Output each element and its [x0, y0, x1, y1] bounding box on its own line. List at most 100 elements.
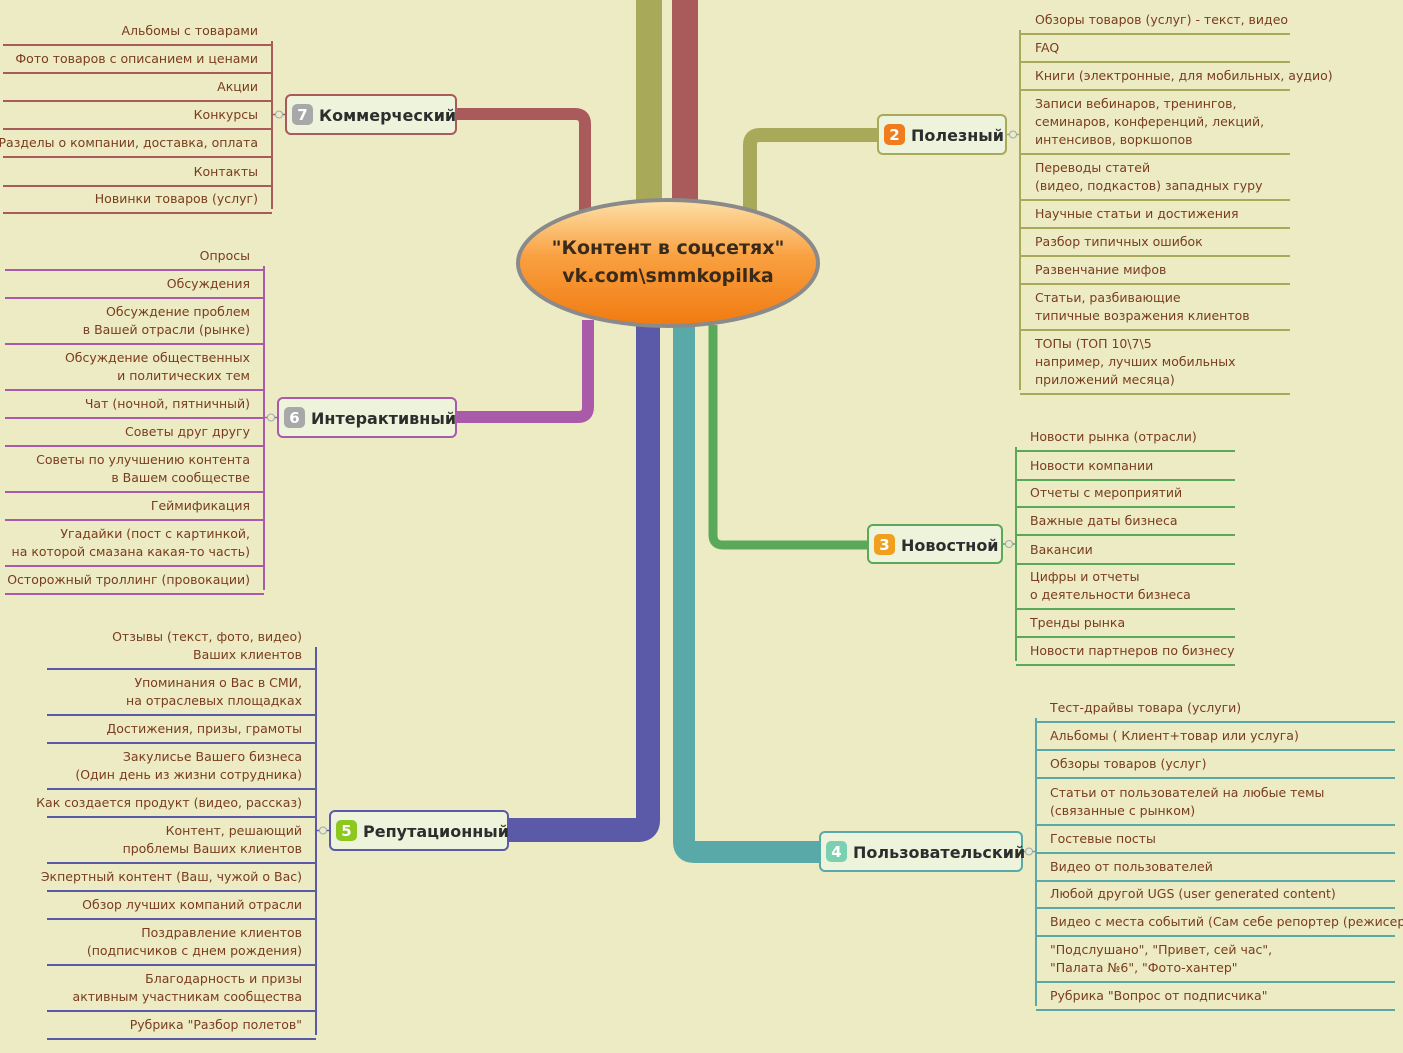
- list-item[interactable]: Закулисье Вашего бизнеса(Один день из жи…: [47, 749, 316, 790]
- list-item[interactable]: Новинки товаров (услуг): [3, 191, 272, 214]
- list-item[interactable]: Важные даты бизнеса: [1016, 513, 1235, 536]
- collapse-toggle-icon[interactable]: [275, 110, 283, 119]
- list-item[interactable]: Видео от пользователей: [1036, 859, 1395, 882]
- leaf-text: Записи вебинаров, тренингов,: [1035, 96, 1237, 111]
- list-item[interactable]: Научные статьи и достижения: [1020, 206, 1290, 229]
- list-item[interactable]: Чат (ночной, пятничный): [5, 396, 264, 419]
- leaf-text: в Вашем сообществе: [111, 470, 250, 485]
- leaf-text: Тренды рынка: [1029, 615, 1125, 630]
- collapse-toggle-icon[interactable]: [1009, 130, 1017, 139]
- topic-label: Интерактивный: [311, 409, 456, 428]
- list-item[interactable]: Достижения, призы, грамоты: [47, 721, 316, 744]
- list-item[interactable]: Гостевые посты: [1036, 831, 1395, 854]
- leaf-text: на которой смазана какая-то часть): [12, 544, 250, 559]
- branch-reputation-items: Отзывы (текст, фото, видео)Ваших клиенто…: [36, 629, 330, 1040]
- leaf-text: Вакансии: [1030, 542, 1093, 557]
- list-item[interactable]: Советы друг другу: [5, 424, 264, 447]
- list-item[interactable]: Экпертный контент (Ваш, чужой о Вас): [41, 869, 316, 892]
- list-item[interactable]: Обзоры товаров (услуг) - текст, видео: [1020, 12, 1290, 35]
- list-item[interactable]: Угадайки (пост с картинкой,на которой см…: [5, 526, 264, 567]
- list-item[interactable]: Акции: [3, 79, 272, 102]
- list-item[interactable]: Упоминания о Вас в СМИ,на отраслевых пло…: [47, 675, 316, 716]
- collapse-toggle-icon[interactable]: [319, 826, 327, 835]
- central-topic[interactable]: "Контент в соцсетях" vk.com\smmkopilka: [516, 198, 820, 328]
- topic-box: [285, 94, 457, 135]
- list-item[interactable]: Осторожный троллинг (провокации): [5, 572, 264, 595]
- list-item[interactable]: Геймификация: [5, 498, 264, 521]
- branch-useful-items: Обзоры товаров (услуг) - текст, видеоFAQ…: [1006, 12, 1333, 395]
- list-item[interactable]: Рубрика "Разбор полетов": [47, 1017, 316, 1040]
- branch-connector-user: [673, 325, 820, 863]
- list-item[interactable]: Рубрика "Вопрос от подписчика": [1036, 988, 1395, 1011]
- collapse-toggle-icon[interactable]: [1025, 847, 1033, 856]
- list-item[interactable]: FAQ: [1020, 40, 1290, 63]
- list-item[interactable]: Любой другой UGS (user generated content…: [1036, 886, 1395, 909]
- list-item[interactable]: Обзор лучших компаний отрасли: [47, 897, 316, 920]
- list-item[interactable]: Статьи от пользователей на любые темы(св…: [1036, 785, 1395, 826]
- list-item[interactable]: Тренды рынка: [1016, 615, 1235, 638]
- central-topic-title: "Контент в соцсетях": [552, 237, 785, 259]
- topic-number-badge: [826, 841, 847, 862]
- leaf-text: (видео, подкастов) западных гуру: [1035, 178, 1263, 193]
- list-item[interactable]: "Подслушано", "Привет, сей час","Палата …: [1036, 942, 1395, 983]
- list-item[interactable]: Альбомы ( Клиент+товар или услуга): [1036, 728, 1395, 751]
- leaf-text: семинаров, конференций, лекций,: [1035, 114, 1264, 129]
- list-item[interactable]: Как создается продукт (видео, рассказ): [36, 795, 316, 818]
- list-item[interactable]: Развенчание мифов: [1020, 262, 1290, 285]
- branch-user-items: Тест-драйвы товара (услуги) Альбомы ( Кли…: [1022, 700, 1403, 1011]
- leaf-text: (связанные с рынком): [1050, 803, 1195, 818]
- leaf-text: приложений месяца): [1035, 372, 1175, 387]
- topic-label: Пользовательский: [853, 843, 1025, 862]
- leaf-text: Обсуждение проблем: [106, 304, 250, 319]
- list-item[interactable]: Новости рынка (отрасли): [1016, 429, 1235, 452]
- list-item[interactable]: Вакансии: [1016, 542, 1235, 565]
- branch-news-items: Новости рынка (отрасли) Новости компанииО…: [1002, 429, 1235, 666]
- list-item[interactable]: Разбор типичных ошибок: [1020, 234, 1290, 257]
- collapse-toggle-icon[interactable]: [267, 413, 275, 422]
- leaf-text: Обзоры товаров (услуг): [1050, 756, 1206, 771]
- list-item[interactable]: Книги (электронные, для мобильных, аудио…: [1020, 68, 1333, 91]
- topic-number: 7: [297, 106, 307, 124]
- list-item[interactable]: Обсуждения: [5, 276, 264, 299]
- collapse-toggle-icon[interactable]: [1005, 540, 1013, 548]
- list-item[interactable]: Записи вебинаров, тренингов, семинаров, к…: [1020, 96, 1290, 155]
- leaf-text: Контент, решающий: [166, 823, 302, 838]
- list-item[interactable]: Обзоры товаров (услуг): [1036, 756, 1395, 779]
- list-item[interactable]: Новости партнеров по бизнесу: [1016, 643, 1235, 666]
- list-item[interactable]: Отчеты с мероприятий: [1016, 485, 1235, 508]
- list-item[interactable]: Альбомы с товарами: [3, 23, 272, 46]
- topic-label: Новостной: [901, 536, 999, 555]
- list-item[interactable]: Опросы: [5, 248, 264, 271]
- list-item[interactable]: Переводы статей(видео, подкастов) западн…: [1020, 160, 1290, 201]
- leaf-text: Альбомы с товарами: [122, 23, 259, 38]
- list-item[interactable]: Тест-драйвы товара (услуги): [1036, 700, 1395, 723]
- list-item[interactable]: Конкурсы: [3, 107, 272, 130]
- list-item[interactable]: Поздравление клиентов(подписчиков с днем…: [47, 925, 316, 966]
- list-item[interactable]: Видео с места событий (Сам себе репортер…: [1036, 914, 1403, 937]
- list-item[interactable]: Фото товаров с описанием и ценами: [3, 51, 272, 74]
- list-item[interactable]: Контакты: [3, 164, 272, 187]
- list-item[interactable]: Отзывы (текст, фото, видео)Ваших клиенто…: [47, 629, 316, 670]
- list-item[interactable]: Разделы о компании, доставка, оплата: [0, 135, 272, 158]
- leaf-text: Цифры и отчеты: [1030, 569, 1140, 584]
- leaf-text: Достижения, призы, грамоты: [107, 721, 303, 736]
- leaf-text: Обсуждения: [167, 276, 250, 291]
- list-item[interactable]: Новости компании: [1016, 458, 1235, 481]
